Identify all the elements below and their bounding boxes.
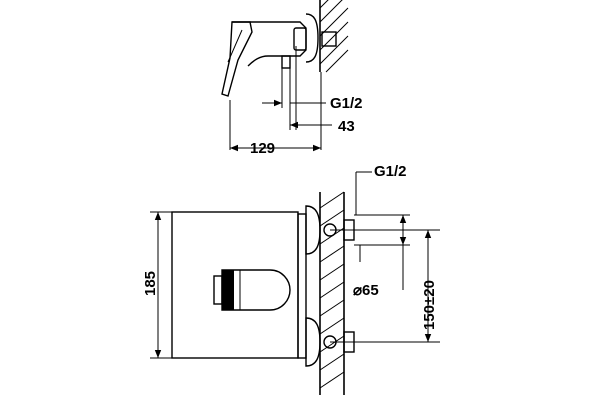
front-wall bbox=[319, 191, 345, 395]
top-depth-label: 43 bbox=[338, 118, 355, 135]
top-length-label: 129 bbox=[250, 140, 275, 157]
front-upper-flange bbox=[305, 205, 321, 255]
top-knob bbox=[293, 27, 307, 51]
top-flange bbox=[305, 13, 319, 63]
top-thread-label: G1/2 bbox=[330, 95, 363, 112]
front-view: 185 G1/2 ⌀65 150±20 bbox=[142, 163, 440, 395]
front-handle bbox=[221, 269, 291, 311]
front-height-label: 185 bbox=[142, 271, 159, 296]
top-lever-handle bbox=[221, 21, 253, 97]
front-handle-dark-band bbox=[222, 270, 234, 310]
front-diameter-label: ⌀65 bbox=[353, 282, 379, 299]
front-handle-cap bbox=[213, 275, 223, 305]
front-lower-flange bbox=[305, 317, 321, 367]
front-mount-plate bbox=[297, 213, 307, 359]
top-view: G1/2 43 129 bbox=[221, 0, 363, 157]
front-mixer-body bbox=[171, 211, 299, 359]
front-spacing-label: 150±20 bbox=[421, 280, 438, 330]
top-spout bbox=[281, 55, 291, 69]
front-thread-label: G1/2 bbox=[374, 163, 407, 180]
top-wall bbox=[319, 0, 349, 73]
top-connector bbox=[321, 31, 337, 47]
